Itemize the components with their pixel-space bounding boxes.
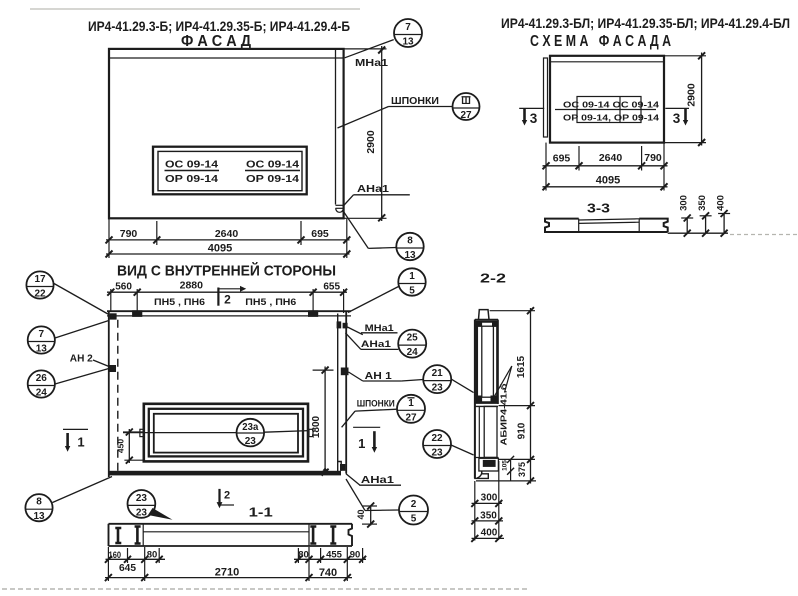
svg-text:7: 7	[39, 329, 45, 340]
svg-text:2710: 2710	[215, 567, 239, 579]
svg-text:8: 8	[36, 497, 42, 508]
svg-text:АБИР4-41.б: АБИР4-41.б	[500, 383, 509, 445]
svg-text:ОР 09-14, ОР 09-14: ОР 09-14, ОР 09-14	[563, 113, 659, 123]
svg-text:790: 790	[644, 152, 662, 164]
svg-text:350: 350	[480, 511, 497, 522]
svg-text:300: 300	[679, 195, 690, 211]
svg-text:350: 350	[697, 195, 708, 211]
svg-text:ОС 09-14: ОС 09-14	[165, 159, 218, 171]
svg-text:1: 1	[408, 398, 414, 409]
svg-text:АН 2: АН 2	[70, 354, 93, 365]
svg-text:С Х Е М А Ф А С А Д А: С Х Е М А Ф А С А Д А	[530, 33, 671, 50]
svg-text:ОР 09-14: ОР 09-14	[165, 173, 218, 185]
svg-text:1: 1	[358, 436, 365, 451]
svg-text:90: 90	[350, 550, 361, 561]
svg-text:25: 25	[407, 333, 419, 344]
svg-text:695: 695	[311, 228, 329, 240]
svg-text:450: 450	[116, 439, 126, 453]
svg-text:4095: 4095	[596, 175, 620, 187]
svg-text:1800: 1800	[311, 415, 322, 438]
svg-text:ПН5 , ПН6: ПН5 , ПН6	[154, 297, 205, 307]
svg-text:ШПОНКИ: ШПОНКИ	[357, 399, 395, 410]
svg-text:5: 5	[411, 514, 417, 525]
svg-text:80: 80	[298, 550, 309, 561]
svg-text:2: 2	[224, 293, 231, 307]
svg-text:2: 2	[411, 499, 417, 510]
svg-text:АН 1: АН 1	[365, 371, 393, 382]
svg-text:400: 400	[481, 528, 498, 539]
svg-text:4095: 4095	[208, 242, 232, 254]
svg-text:АНа1: АНа1	[361, 475, 395, 486]
svg-text:3-3: 3-3	[587, 202, 610, 216]
svg-text:8: 8	[407, 236, 413, 247]
svg-text:790: 790	[120, 228, 138, 240]
svg-text:40: 40	[356, 509, 366, 519]
svg-text:400: 400	[716, 195, 727, 211]
svg-text:13: 13	[36, 344, 48, 355]
svg-text:645: 645	[119, 562, 136, 574]
svg-text:МНа1: МНа1	[365, 323, 395, 334]
svg-text:1-1: 1-1	[249, 505, 273, 520]
svg-text:13: 13	[402, 37, 414, 48]
svg-text:740: 740	[319, 567, 337, 579]
svg-text:ПН5 , ПН6: ПН5 , ПН6	[245, 297, 296, 307]
svg-text:5: 5	[409, 286, 415, 297]
svg-text:7: 7	[405, 22, 411, 33]
svg-text:23: 23	[432, 383, 444, 394]
svg-text:2900: 2900	[365, 130, 377, 154]
svg-text:1: 1	[409, 271, 415, 282]
svg-text:Ф А С А Д: Ф А С А Д	[181, 33, 252, 50]
svg-text:23: 23	[136, 507, 148, 518]
svg-text:80: 80	[147, 550, 158, 561]
svg-text:22: 22	[431, 433, 443, 444]
svg-text:3: 3	[673, 111, 681, 126]
svg-text:300: 300	[481, 493, 498, 504]
svg-text:455: 455	[326, 550, 343, 561]
svg-text:23а: 23а	[242, 422, 258, 433]
svg-text:23: 23	[245, 436, 257, 447]
svg-text:655: 655	[323, 281, 340, 292]
svg-text:695: 695	[553, 153, 571, 165]
svg-text:2640: 2640	[215, 228, 239, 240]
svg-text:160: 160	[109, 550, 122, 561]
svg-text:АНа1: АНа1	[361, 339, 392, 350]
svg-text:1: 1	[77, 435, 84, 450]
svg-text:27: 27	[460, 110, 472, 121]
svg-text:3: 3	[530, 111, 538, 126]
svg-text:13: 13	[404, 250, 416, 261]
svg-text:АНа1: АНа1	[357, 184, 390, 195]
svg-text:27: 27	[405, 412, 417, 423]
svg-text:ОС 09-14: ОС 09-14	[246, 159, 299, 171]
svg-text:Ш: Ш	[461, 96, 471, 107]
svg-text:21: 21	[432, 368, 444, 379]
svg-text:26: 26	[36, 373, 48, 384]
svg-text:2900: 2900	[686, 83, 698, 107]
svg-text:23: 23	[136, 493, 148, 504]
svg-text:2880: 2880	[180, 280, 204, 292]
svg-text:22: 22	[34, 289, 46, 300]
svg-text:ОС 09-14 ОС 09-14: ОС 09-14 ОС 09-14	[563, 100, 659, 110]
svg-text:2: 2	[224, 490, 230, 502]
svg-text:МНа1: МНа1	[355, 58, 389, 69]
svg-text:ИР4-41.29.3-БЛ; ИР4-41.29.35-Б: ИР4-41.29.3-БЛ; ИР4-41.29.35-БЛ; ИР4-41.…	[501, 15, 790, 31]
svg-text:ОР 09-14: ОР 09-14	[246, 173, 299, 185]
svg-text:2640: 2640	[599, 152, 623, 164]
svg-text:ИР4-41.29.3-Б; ИР4-41.29.35-Б;: ИР4-41.29.3-Б; ИР4-41.29.35-Б; ИР4-41.29…	[88, 18, 350, 34]
svg-text:105: 105	[502, 460, 509, 471]
svg-text:560: 560	[115, 281, 132, 292]
svg-text:17: 17	[34, 274, 46, 285]
svg-text:2-2: 2-2	[480, 272, 506, 286]
svg-text:13: 13	[33, 511, 45, 522]
svg-text:24: 24	[36, 388, 48, 399]
svg-text:ВИД С ВНУТРЕННЕЙ СТОРОНЫ: ВИД С ВНУТРЕННЕЙ СТОРОНЫ	[117, 262, 336, 280]
svg-text:375: 375	[517, 462, 527, 477]
svg-text:24: 24	[407, 347, 419, 358]
svg-text:1615: 1615	[516, 355, 527, 378]
svg-text:910: 910	[517, 422, 528, 439]
svg-text:ШПОНКИ: ШПОНКИ	[391, 96, 439, 107]
svg-text:23: 23	[431, 448, 443, 459]
